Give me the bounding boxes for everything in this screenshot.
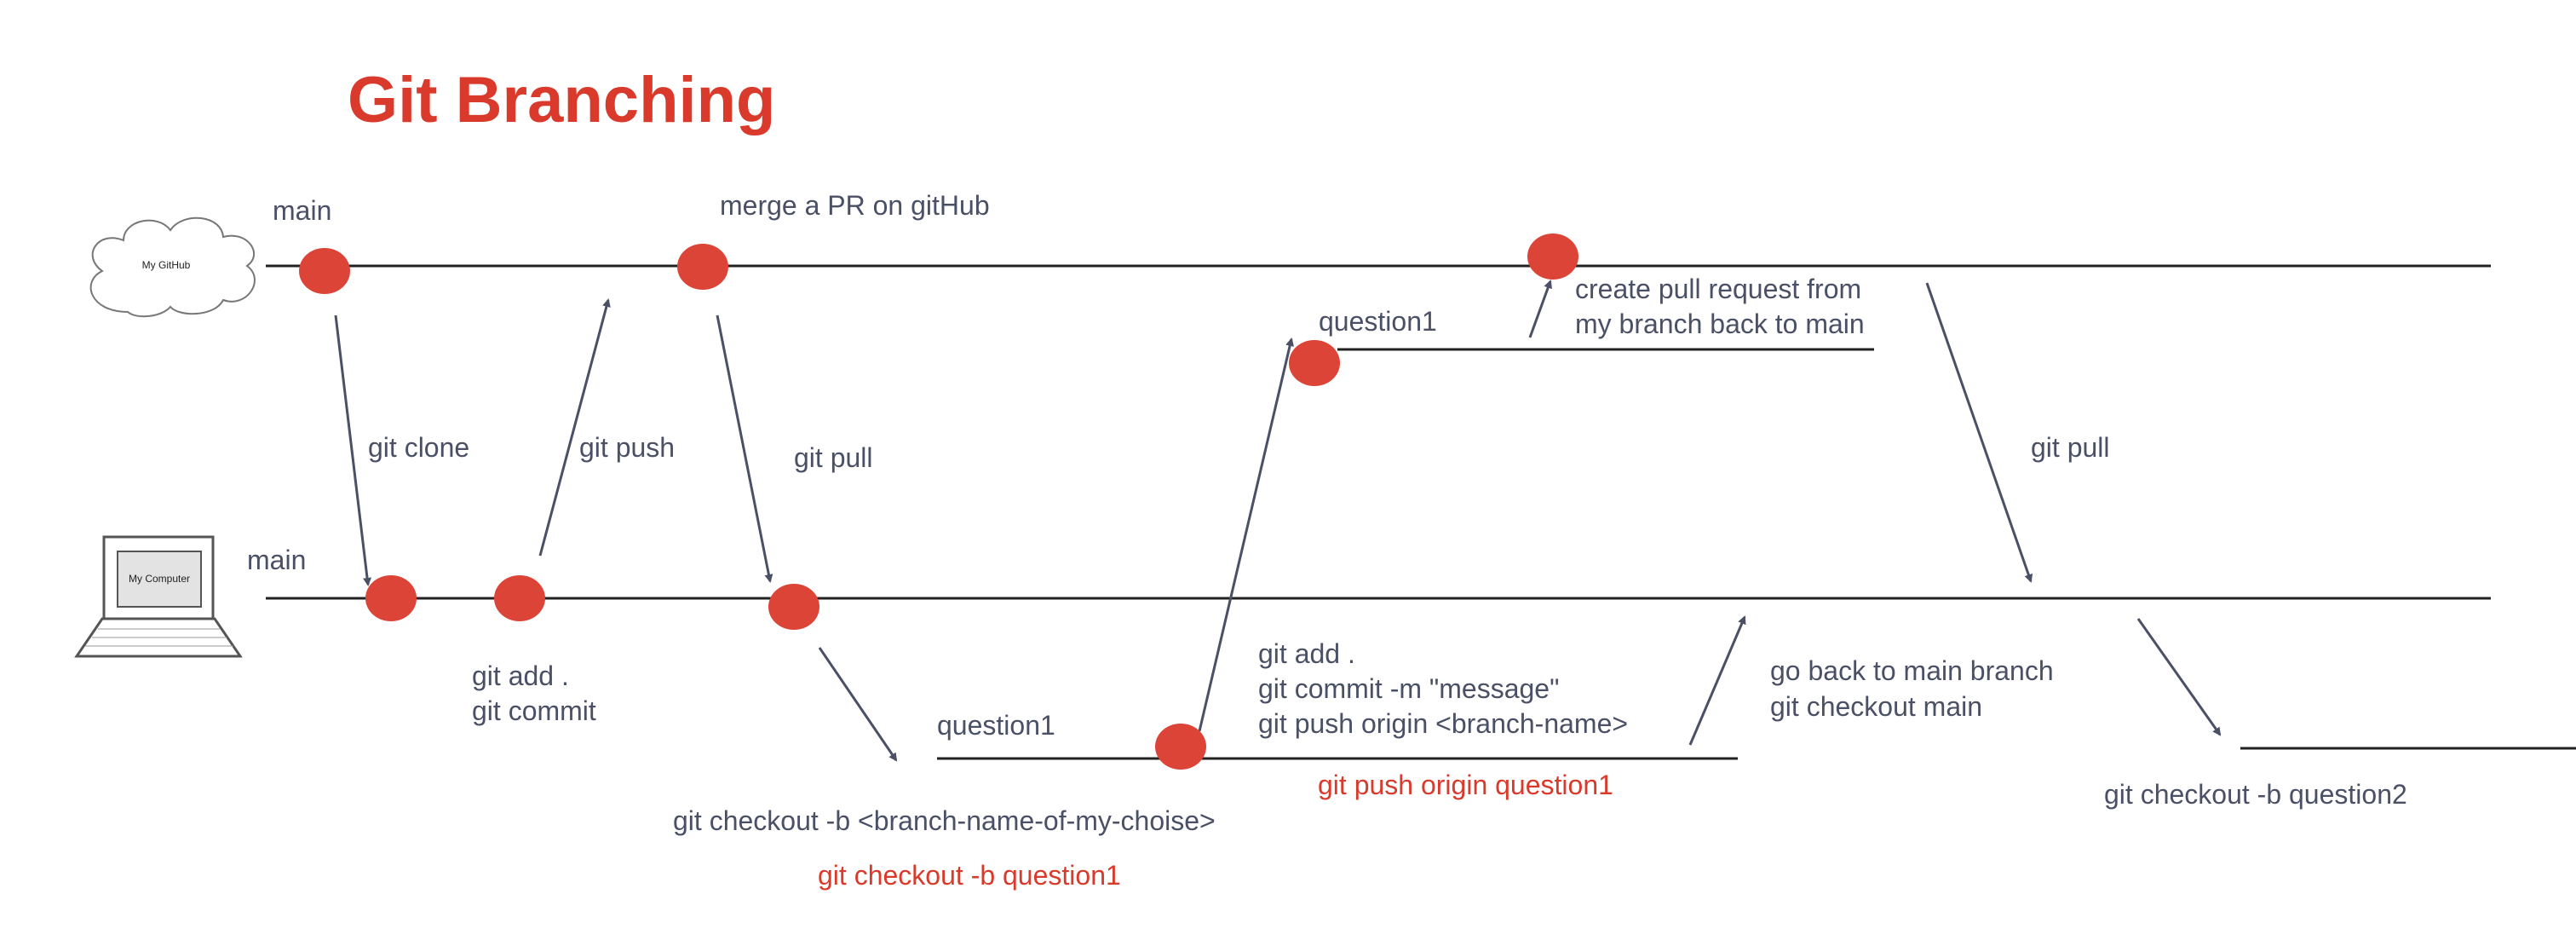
commit-github-question1 [1289,340,1340,386]
cloud-icon: My GitHub [89,216,256,318]
push-question1-arrow [1198,337,1295,732]
laptop-icon: My Computer [74,535,243,658]
git-push-label: git push [579,432,675,463]
commit-label-line2: git commit -m "message" [1258,673,1559,704]
commit-github-main-1 [299,248,350,294]
back-to-main-label-line2: git checkout main [1770,691,1982,722]
merge-pr-label: merge a PR on gitHub [720,190,990,221]
pull-request-label-line2: my branch back to main [1575,309,1865,339]
commit-github-pull-request [1527,234,1578,280]
github-question1-label: question1 [1319,306,1437,337]
github-icon-label: My GitHub [142,259,191,271]
git-add-label-line1: git add . [472,660,569,691]
github-main-label: main [273,195,331,226]
commit-local-clone [365,575,417,621]
commit-label-line3: git push origin <branch-name> [1258,708,1628,739]
checkout-label: git checkout -b <branch-name-of-my-chois… [673,805,1216,836]
git-add-label-line2: git commit [472,695,596,726]
git-pull-label-2: git pull [2031,432,2110,463]
commit-local-add [494,575,545,621]
pull-request-label-line1: create pull request from [1575,274,1861,304]
local-question1-label: question1 [937,710,1055,741]
local-main-label: main [247,545,306,575]
pull-arrow [716,314,773,583]
commit-local-pull [768,584,819,630]
git-pull-label-1: git pull [794,442,873,473]
push-example-label: git push origin question1 [1318,770,1613,800]
commit-label-line1: git add . [1258,638,1355,669]
pull-request-arrow [1528,280,1552,338]
checkout-arrow [818,647,898,762]
checkout-question2-arrow [2136,618,2222,736]
push-arrow [538,298,611,557]
commit-github-merge [677,244,728,290]
commit-local-question1 [1155,724,1206,770]
checkout-main-arrow [1688,615,1746,746]
computer-icon-label: My Computer [129,573,190,585]
pull-main-arrow [1925,282,2033,583]
clone-arrow [334,314,372,586]
back-to-main-label-line1: go back to main branch [1770,655,2054,686]
git-clone-label: git clone [368,432,469,463]
diagram-title: Git Branching [348,64,775,136]
checkout-question2-label: git checkout -b question2 [2104,779,2407,810]
checkout-example-label: git checkout -b question1 [818,860,1121,891]
